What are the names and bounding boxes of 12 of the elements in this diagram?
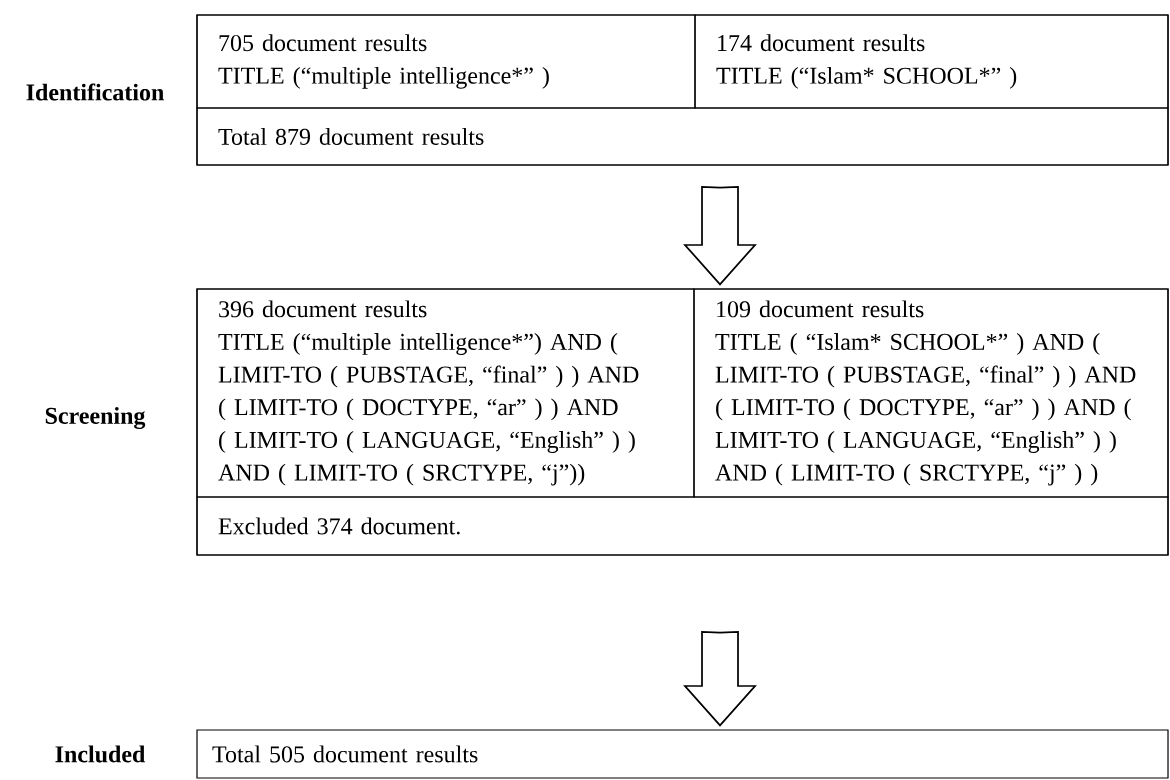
stage-label: Identification xyxy=(26,83,164,101)
table-cell: 174 document results TITLE (“Islam* SCHOOL*” ) xyxy=(694,14,1169,109)
table-cell: 109 document results TITLE ( “Islam* SCHOOL*” ) AND ( LIMIT-TO ( PUBSTAGE, “final” ) ) AND ( LIMIT-TO ( DOCTYPE, “ar” ) ) AND ( LIMIT-TO ( LANGUAGE, “English” ) ) AND ( LIMIT-TO ( SRCTYPE, “j” ) ) xyxy=(693,288,1169,498)
block-arrow xyxy=(683,631,757,727)
table-cell: 396 document results TITLE (“multiple intelligence*”) AND ( LIMIT-TO ( PUBSTAGE, “final” ) ) AND ( LIMIT-TO ( DOCTYPE, “ar” ) ) AND ( LIMIT-TO ( LANGUAGE, “English” ) ) AND ( LIMIT-TO ( SRCTYPE, “j”)) xyxy=(196,288,695,498)
table-cell: 705 document results TITLE (“multiple intelligence*” ) xyxy=(196,14,696,109)
result-box: Total 505 document results xyxy=(196,729,1169,779)
stage-label: Included xyxy=(55,745,146,763)
block-arrow xyxy=(683,186,757,286)
table-cell: Total 879 document results xyxy=(196,107,1169,166)
stage-label: Screening xyxy=(45,407,146,429)
table-cell: Excluded 374 document. xyxy=(196,496,1169,556)
